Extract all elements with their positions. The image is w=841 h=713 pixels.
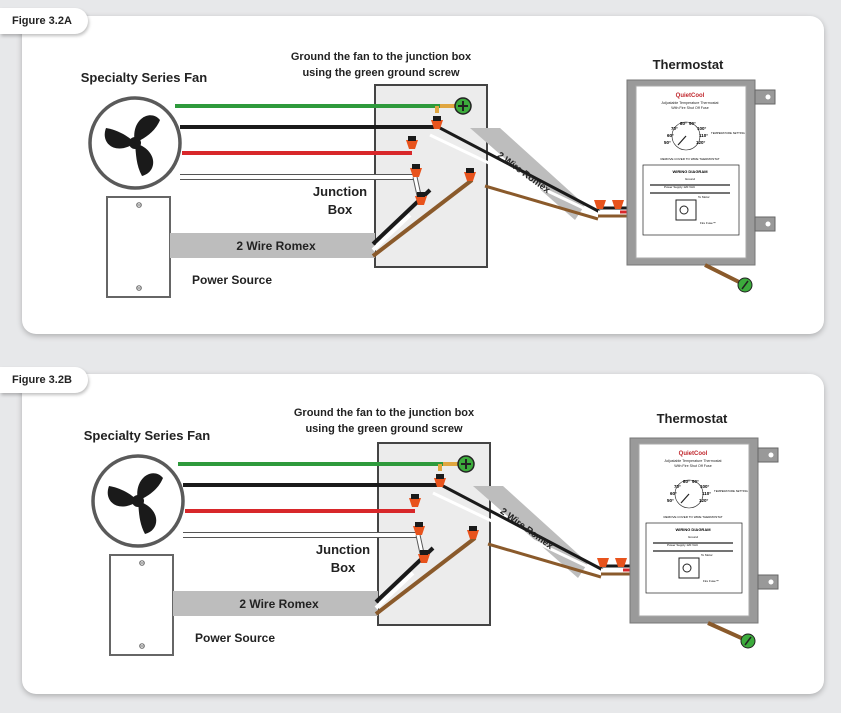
junction-box-label-line2: Box [331,560,356,575]
power-source-box [109,554,174,656]
thermostat-fuse-label: Fire Fuse™ [700,221,716,225]
thermostat-deg-110: 110° [699,133,708,138]
thermostat-setting: TEMPERATURE SETTING [711,131,745,135]
figure-a-diagram: QuietCool Adjustable Temperature Thermos… [81,51,776,298]
wire-nut-icon [406,120,624,209]
thermostat-power-label: Power Supply 120 VAC [664,185,696,189]
ground-note-line1: Ground the fan to the junction box [294,407,475,419]
thermostat-deg-90: 90° [692,479,699,484]
thermostat-deg-70: 70° [671,126,678,131]
ground-screw-icon [454,97,472,115]
fan-label: Specialty Series Fan [81,70,208,85]
thermostat-line1: Adjustable Temperature Thermostat [662,101,719,105]
thermostat-deg-70: 70° [674,484,681,489]
wire-nut-icon [409,478,627,567]
thermostat-line1: Adjustable Temperature Thermostat [665,459,722,463]
thermostat: QuietCool Adjustable Temperature Thermos… [626,79,776,293]
thermostat-deg-50: 50° [664,140,671,145]
thermostat-fuse-label: Fire Fuse™ [703,579,719,583]
thermostat-deg-60: 60° [667,133,674,138]
thermostat-label: Thermostat [653,57,724,72]
thermostat-remove: REMOVE COVER TO WIRE THERMOSTAT [660,157,719,161]
ground-note-line2: using the green ground screw [302,67,460,79]
thermostat-deg-100: 100° [700,484,710,489]
thermostat-deg-90: 90° [689,121,696,126]
thermostat-ground-label: Ground [685,177,695,181]
junction-box-label-line1: Junction [316,542,370,557]
romex-label: 2 Wire Romex [239,597,319,611]
thermostat-wiring: WIRING DIAGRAM [672,169,708,174]
romex-label: 2 Wire Romex [236,239,316,253]
thermostat-power-label: Power Supply 120 VAC [667,543,699,547]
thermostat-motor-label: To Motor [698,195,710,199]
thermostat-line2: With Fire Shut Off Fuse [671,106,708,110]
thermostat-deg-50: 50° [667,498,674,503]
figure-b-tag: Figure 3.2B [0,367,88,393]
thermostat: QuietCool Adjustable Temperature Thermos… [629,437,779,649]
thermostat-deg-120: 120° [699,498,709,503]
ground-note-line1: Ground the fan to the junction box [291,51,472,63]
fan-blades-icon [104,115,160,176]
thermostat-deg-80: 80° [683,479,690,484]
junction-box-label-line2: Box [328,202,353,217]
thermostat-setting: TEMPERATURE SETTING [714,489,748,493]
romex-cable [173,591,378,616]
fan [88,96,182,190]
fan-label: Specialty Series Fan [84,428,211,443]
thermostat-deg-80: 80° [680,121,687,126]
thermostat-deg-60: 60° [670,491,677,496]
power-source-label: Power Source [192,273,272,287]
thermostat-label: Thermostat [657,411,728,426]
junction-box-label-line1: Junction [313,184,367,199]
thermostat-line2: With Fire Shut Off Fuse [674,464,711,468]
thermostat-wiring: WIRING DIAGRAM [675,527,711,532]
thermostat-motor-label: To Motor [701,553,713,557]
ground-screw-icon [457,455,475,473]
thermostat-deg-120: 120° [696,140,706,145]
power-source-label: Power Source [195,631,275,645]
ground-note-line2: using the green ground screw [305,423,463,435]
figure-a-tag: Figure 3.2A [0,8,88,34]
thermostat-brand: QuietCool [679,451,708,457]
thermostat-deg-100: 100° [697,126,707,131]
fan [91,454,185,548]
thermostat-brand: QuietCool [676,93,705,99]
fan-blades-icon [107,473,163,534]
thermostat-remove: REMOVE COVER TO WIRE THERMOSTAT [663,515,722,519]
power-source-box [106,196,171,298]
figure-b-diagram: QuietCool Adjustable Temperature Thermos… [84,407,779,656]
thermostat-ground-label: Ground [688,535,698,539]
romex-cable [170,233,375,258]
thermostat-deg-110: 110° [702,491,711,496]
